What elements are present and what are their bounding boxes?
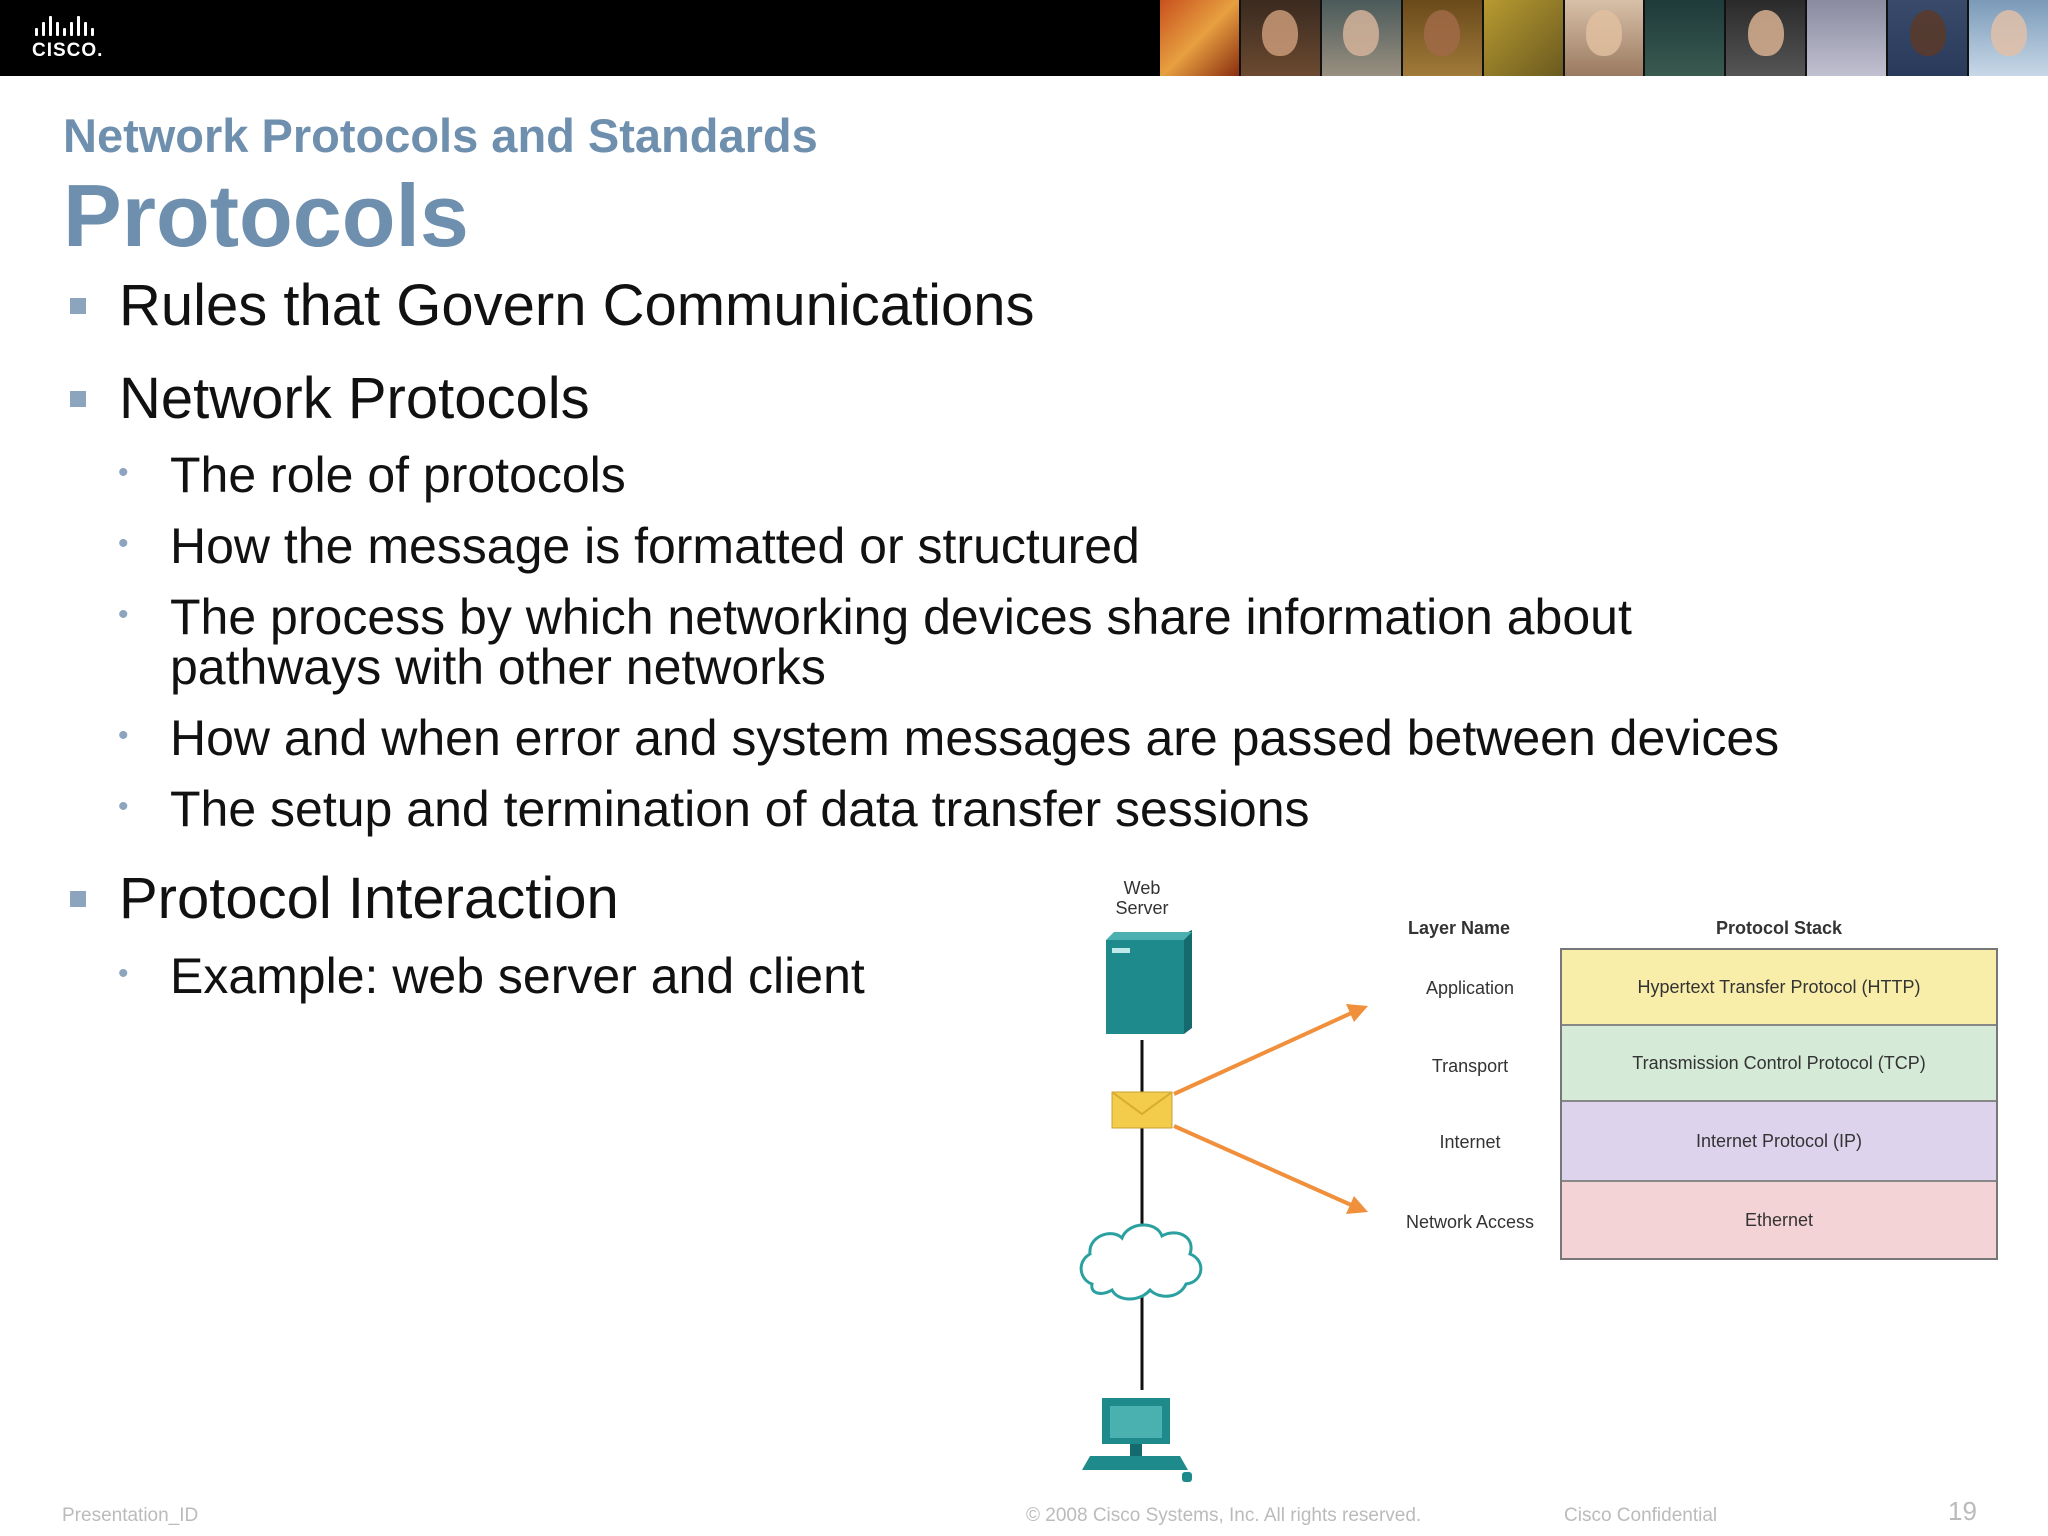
protocol-row: Transmission Control Protocol (TCP)	[1562, 1026, 1996, 1102]
protocol-label: Internet Protocol (IP)	[1695, 1130, 1863, 1151]
bullet-text: The setup and termination of data transf…	[170, 781, 1310, 837]
header-banner: CISCO.	[0, 0, 2048, 76]
photo-tile	[1967, 0, 2048, 76]
envelope-icon	[1111, 1091, 1173, 1129]
web-server-label-line: Web	[1123, 878, 1161, 898]
dot-bullet-icon: •	[118, 456, 129, 489]
photo-tile	[1805, 0, 1887, 76]
bullet-level2: • The role of protocols	[118, 450, 626, 500]
layer-name-internet: Internet	[1439, 1132, 1501, 1152]
bullet-text: How the message is formatted or structur…	[170, 518, 1140, 574]
bullet-level2: • How the message is formatted or struct…	[118, 521, 1140, 571]
bullet-text: Network Protocols	[119, 366, 590, 431]
page-number: 19	[1948, 1496, 1977, 1526]
protocol-label: Transmission Control Protocol (TCP)	[1632, 1052, 1926, 1073]
photo-strip	[1160, 0, 2048, 76]
square-bullet-icon	[70, 890, 86, 907]
protocol-row: Hypertext Transfer Protocol (HTTP)	[1562, 950, 1996, 1026]
layer-name-application: Application	[1425, 978, 1515, 998]
photo-tile	[1724, 0, 1806, 76]
protocol-stack-header: Protocol Stack	[1716, 918, 1843, 938]
layer-name-network-access: Network Access	[1405, 1212, 1535, 1232]
square-bullet-icon	[70, 297, 86, 314]
web-server-label: Web Server	[1106, 878, 1178, 918]
dot-bullet-icon: •	[118, 719, 129, 752]
arrow-to-network-access-icon	[1173, 1124, 1368, 1214]
protocol-label: Hypertext Transfer Protocol (HTTP)	[1637, 976, 1921, 997]
bullet-level1: Rules that Govern Communications	[70, 272, 1035, 339]
bullet-level2: • How and when error and system messages…	[118, 713, 1779, 763]
slide-subtitle: Network Protocols and Standards	[63, 109, 818, 162]
photo-tile	[1643, 0, 1725, 76]
protocol-label: Ethernet	[1744, 1209, 1814, 1230]
web-server-icon	[1106, 930, 1192, 1034]
protocol-row: Internet Protocol (IP)	[1562, 1102, 1996, 1182]
footer-confidential: Cisco Confidential	[1564, 1505, 1718, 1526]
cisco-logo: CISCO.	[32, 14, 122, 64]
dot-bullet-icon: •	[118, 598, 129, 631]
footer-copyright: © 2008 Cisco Systems, Inc. All rights re…	[1026, 1505, 1422, 1526]
arrow-to-application-icon	[1173, 1004, 1368, 1096]
bullet-text: Rules that Govern Communications	[119, 273, 1035, 338]
protocol-stack-table: Hypertext Transfer Protocol (HTTP) Trans…	[1560, 948, 1998, 1260]
bullet-text-line: pathways with other networks	[170, 639, 826, 695]
cisco-bars-icon	[35, 14, 122, 36]
bullet-level2: • The setup and termination of data tran…	[118, 784, 1310, 834]
protocol-interaction-diagram: Web Server Layer Name Protocol Stack App…	[1040, 870, 2040, 1490]
photo-tile	[1319, 0, 1401, 76]
web-server-label-line: Server	[1115, 898, 1169, 918]
layer-name-header: Layer Name	[1408, 918, 1511, 938]
square-bullet-icon	[70, 390, 86, 407]
photo-tile	[1481, 0, 1563, 76]
bullet-text: How and when error and system messages a…	[170, 710, 1780, 766]
cloud-icon	[1079, 1223, 1203, 1301]
protocol-row: Ethernet	[1562, 1182, 1996, 1258]
slide-title: Protocols	[63, 166, 469, 265]
diagram-graphics	[1079, 930, 1368, 1482]
cisco-logo-text: CISCO.	[32, 40, 104, 61]
photo-tile	[1160, 0, 1239, 76]
layer-name-transport: Transport	[1431, 1056, 1509, 1076]
bullet-text: The role of protocols	[170, 447, 626, 503]
bullet-level1: Protocol Interaction	[70, 865, 619, 932]
bullet-text: Protocol Interaction	[119, 866, 619, 931]
footer-presentation-id: Presentation_ID	[62, 1505, 199, 1526]
dot-bullet-icon: •	[118, 527, 129, 560]
client-computer-icon	[1082, 1398, 1192, 1482]
bullet-level1: Network Protocols	[70, 365, 590, 432]
dot-bullet-icon: •	[118, 957, 129, 990]
photo-tile	[1238, 0, 1320, 76]
bullet-text: Example: web server and client	[170, 948, 865, 1004]
photo-tile	[1886, 0, 1968, 76]
photo-tile	[1562, 0, 1644, 76]
bullet-text: The process by which networking devices …	[170, 592, 1632, 692]
photo-tile	[1400, 0, 1482, 76]
bullet-text-line: The process by which networking devices …	[170, 589, 1632, 645]
bullet-level2: • Example: web server and client	[118, 951, 865, 1001]
bullet-level2: • The process by which networking device…	[118, 592, 1632, 692]
dot-bullet-icon: •	[118, 790, 129, 823]
